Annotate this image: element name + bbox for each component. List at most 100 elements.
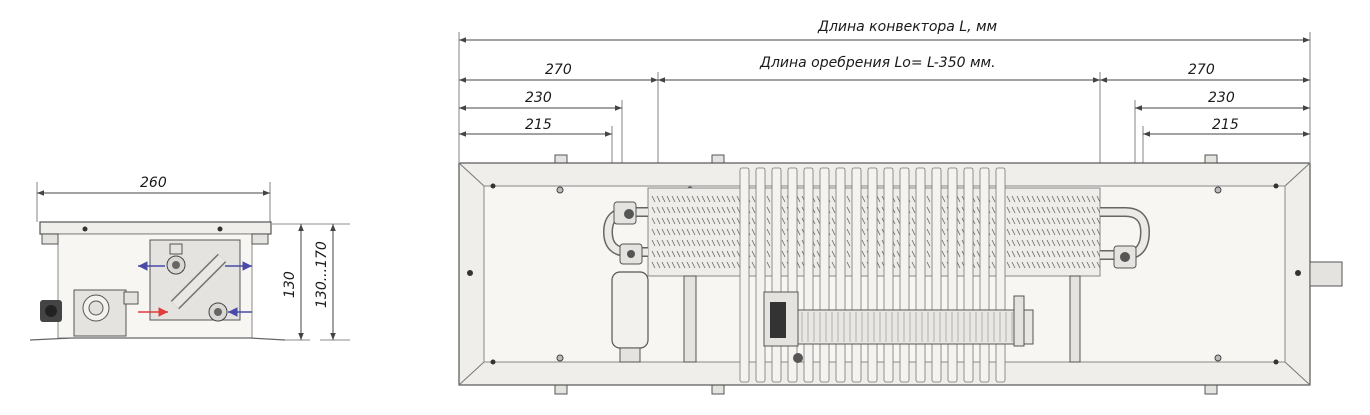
fin-segment xyxy=(671,250,676,258)
fin-segment xyxy=(671,206,676,214)
fin-segment xyxy=(656,206,661,214)
fin-segment xyxy=(796,239,801,247)
fin-segment xyxy=(711,206,716,214)
fin-segment xyxy=(681,250,686,258)
fin-segment xyxy=(1056,195,1061,203)
fin-segment xyxy=(731,239,736,247)
fin-segment xyxy=(956,206,961,214)
fin-segment xyxy=(1016,195,1021,203)
side-width-label: 260 xyxy=(140,175,167,191)
fin-segment xyxy=(736,239,741,247)
fin-segment xyxy=(1071,261,1076,269)
fin-segment xyxy=(976,228,981,236)
fin-segment xyxy=(651,228,656,236)
fin-segment xyxy=(671,195,676,203)
fin-segment xyxy=(651,239,656,247)
fin-segment xyxy=(1036,195,1041,203)
fin-segment xyxy=(1081,206,1086,214)
fin-segment xyxy=(1096,195,1101,203)
fin-segment xyxy=(1021,239,1026,247)
fin-segment xyxy=(691,206,696,214)
fin-segment xyxy=(1036,206,1041,214)
fin-segment xyxy=(1091,261,1096,269)
fin-segment xyxy=(861,206,866,214)
fin-segment xyxy=(716,239,721,247)
fin-segment xyxy=(726,195,731,203)
grille-blade xyxy=(803,167,814,383)
fin-segment xyxy=(676,250,681,258)
fin-segment xyxy=(1091,228,1096,236)
fin-segment xyxy=(1096,206,1101,214)
fin-segment xyxy=(1091,250,1096,258)
fin-segment xyxy=(846,195,851,203)
fin-segment xyxy=(1081,239,1086,247)
fin-segment xyxy=(726,206,731,214)
fin-segment xyxy=(1011,228,1016,236)
fin-segment xyxy=(976,261,981,269)
fin-segment xyxy=(1076,195,1081,203)
fin-segment xyxy=(831,261,836,269)
fin-segment xyxy=(1071,206,1076,214)
fin-segment xyxy=(766,206,771,214)
fin-segment xyxy=(731,195,736,203)
left-dim-215: 215 xyxy=(525,117,552,133)
fin-segment xyxy=(1091,239,1096,247)
fin-segment xyxy=(1051,217,1056,225)
fin-segment xyxy=(1006,250,1011,258)
fin-segment xyxy=(1026,206,1031,214)
fin-segment xyxy=(1016,217,1021,225)
fin-segment xyxy=(1036,261,1041,269)
fin-segment xyxy=(796,206,801,214)
fin-segment xyxy=(1011,206,1016,214)
fin-segment xyxy=(1066,239,1071,247)
fin-segment xyxy=(1006,206,1011,214)
fin-segment xyxy=(1056,217,1061,225)
fin-segment xyxy=(1061,239,1066,247)
fin-segment xyxy=(666,206,671,214)
fin-segment xyxy=(911,239,916,247)
fin-segment xyxy=(751,261,756,269)
fin-segment xyxy=(1016,239,1021,247)
fin-segment xyxy=(941,250,946,258)
fin-segment xyxy=(1036,250,1041,258)
fin-segment xyxy=(711,228,716,236)
fin-segment xyxy=(736,250,741,258)
fin-segment xyxy=(1011,250,1016,258)
fin-segment xyxy=(861,217,866,225)
fin-segment xyxy=(846,217,851,225)
fin-segment xyxy=(781,228,786,236)
fin-segment xyxy=(701,239,706,247)
fin-segment xyxy=(691,217,696,225)
fin-segment xyxy=(796,261,801,269)
fin-segment xyxy=(1006,261,1011,269)
fin-segment xyxy=(691,195,696,203)
fin-segment xyxy=(1096,250,1101,258)
fin-segment xyxy=(1041,261,1046,269)
fin-segment xyxy=(1016,250,1021,258)
fin-segment xyxy=(751,217,756,225)
grille-blade xyxy=(915,167,926,383)
fin-segment xyxy=(876,195,881,203)
fin-segment xyxy=(701,206,706,214)
fin-segment xyxy=(1071,228,1076,236)
fin-segment xyxy=(1061,250,1066,258)
fin-segment xyxy=(876,239,881,247)
grille-blade xyxy=(995,167,1006,383)
fin-segment xyxy=(846,250,851,258)
fin-segment xyxy=(846,206,851,214)
fin-segment xyxy=(696,239,701,247)
fin-segment xyxy=(711,261,716,269)
fin-segment xyxy=(1011,239,1016,247)
fin-segment xyxy=(656,261,661,269)
fin-segment xyxy=(1071,195,1076,203)
fin-segment xyxy=(991,206,996,214)
fin-segment xyxy=(676,195,681,203)
fin-segment xyxy=(706,250,711,258)
fin-segment xyxy=(1061,195,1066,203)
fin-segment xyxy=(721,217,726,225)
left-valve-assembly xyxy=(602,201,649,363)
fin-segment xyxy=(796,228,801,236)
fin-segment xyxy=(751,228,756,236)
fin-segment xyxy=(716,250,721,258)
fin-segment xyxy=(1076,206,1081,214)
